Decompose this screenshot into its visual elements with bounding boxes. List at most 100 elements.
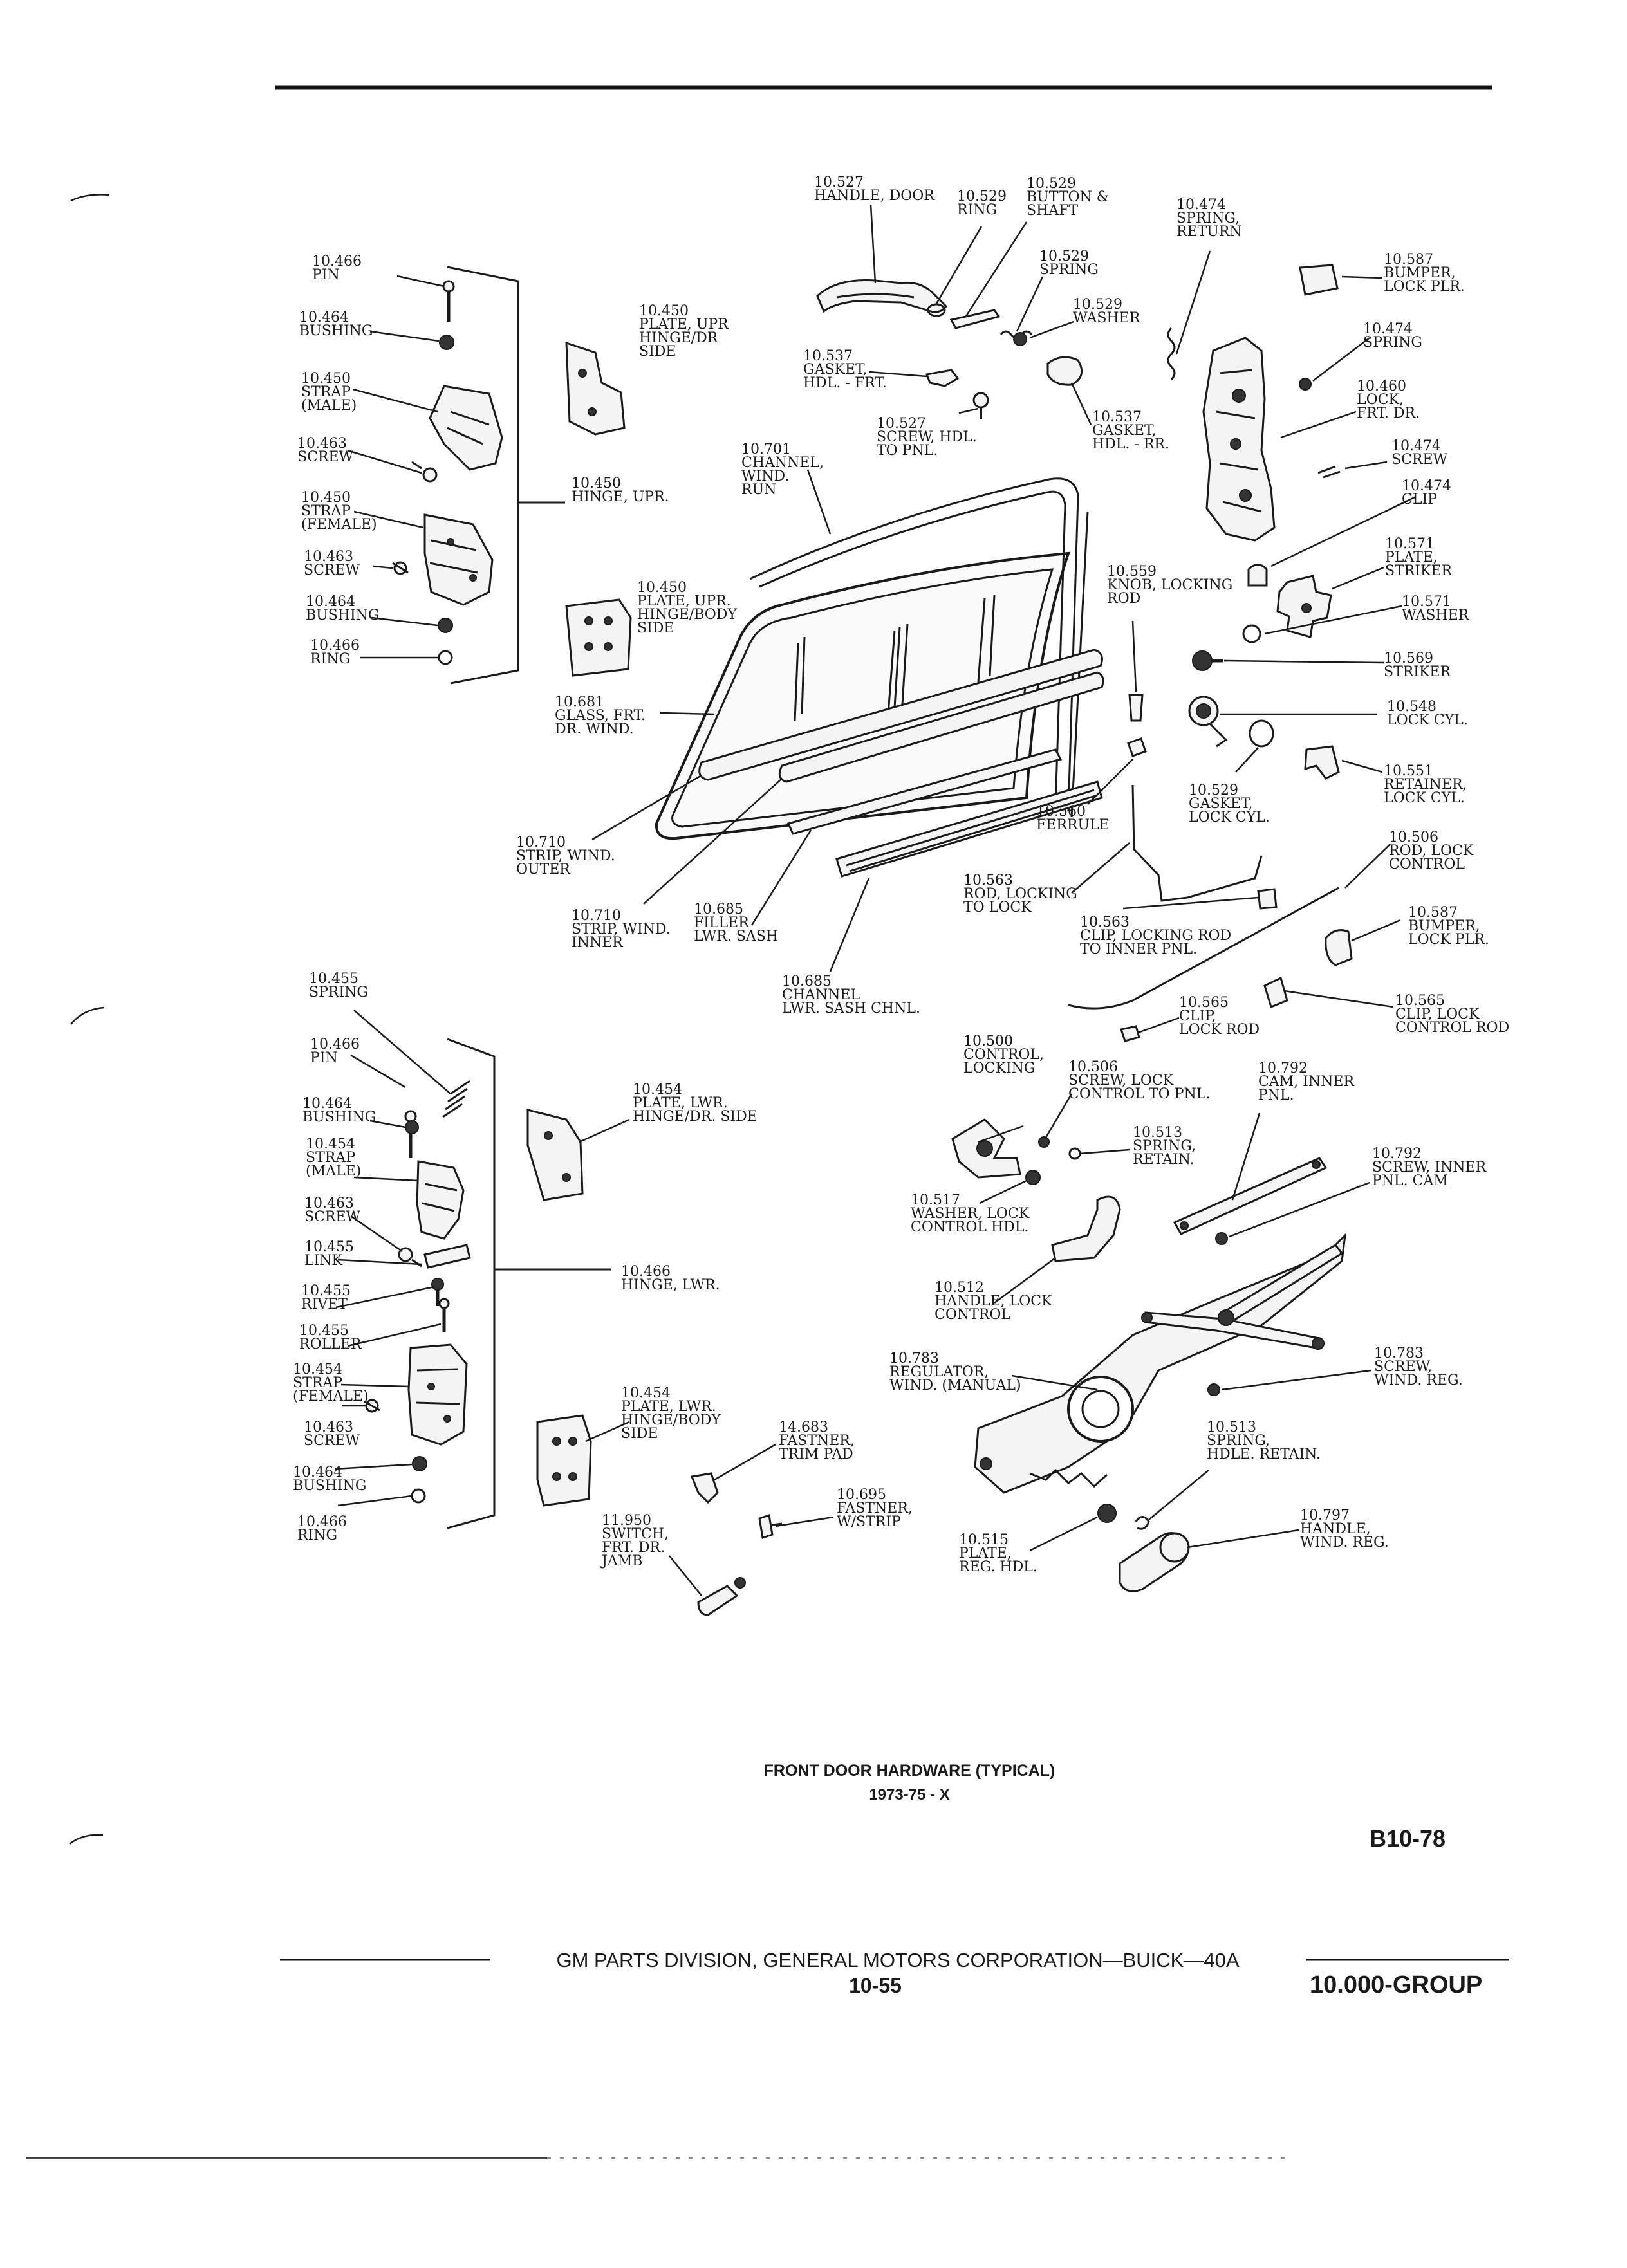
leader-lines: [334, 204, 1417, 1596]
callout-l41-line-1: ROD, LOCKING: [963, 886, 1077, 902]
callout-l01-line-1: PIN: [312, 267, 340, 283]
screw: [411, 461, 438, 483]
plate-upper-body-side: [565, 598, 632, 677]
callout-l50-line-1: SCREW: [304, 1209, 361, 1225]
return-spring: [1167, 327, 1176, 381]
callout-l16-line-1: WASHER: [1073, 310, 1141, 326]
callout-l75-line-2: WIND. REG.: [1300, 1535, 1389, 1551]
callout-l70-line-0: 14.683: [779, 1419, 828, 1435]
callout-l45-line-2: CONTROL ROD: [1395, 1020, 1509, 1036]
callout-l51-line-0: 10.455: [304, 1239, 354, 1255]
callout-l17-line-0: 10.537: [803, 348, 853, 364]
callout-l05-line-2: (FEMALE): [301, 517, 377, 533]
callout-l11-line-0: 10.450: [637, 580, 687, 596]
callout-l27-line-0: 10.571: [1385, 536, 1435, 552]
callout-l38-line-2: INNER: [572, 935, 624, 951]
callout-l43-line-1: BUMPER,: [1408, 918, 1480, 934]
glass-and-channels: [655, 477, 1339, 1042]
strap-female: [423, 513, 494, 606]
callout-l50-line-0: 10.463: [304, 1195, 354, 1212]
lower-ring: [411, 1488, 426, 1504]
callout-l09-line-1: PLATE, UPR: [639, 317, 729, 333]
callout-l24-line-0: 10.460: [1357, 378, 1406, 394]
callout-l20-line-1: CHANNEL,: [741, 455, 824, 471]
callout-l74-line-0: 10.515: [959, 1532, 1009, 1548]
ferrule: [1127, 737, 1147, 757]
callout-l53-line-0: 10.455: [299, 1323, 349, 1339]
callout-l60-line-3: SIDE: [621, 1426, 658, 1442]
callout-l37-line-2: OUTER: [516, 862, 571, 878]
callout-l58-line-1: PLATE, LWR.: [633, 1095, 728, 1111]
lower-bushing: [405, 1120, 419, 1134]
window-strip-inner: [778, 671, 1104, 783]
callout-l30-line-0: 10.569: [1384, 650, 1433, 667]
upper-hinge-group: [392, 266, 632, 685]
callout-l19-line-0: 10.537: [1092, 409, 1142, 425]
callout-l63-line-2: RETAIN.: [1133, 1152, 1195, 1168]
callout-l10-line-0: 10.450: [572, 475, 621, 492]
handle-washer: [1013, 332, 1027, 346]
callout-l44-line-0: 10.565: [1179, 995, 1229, 1011]
callout-l60-line-2: HINGE/BODY: [621, 1412, 721, 1428]
callout-l44-line-1: CLIP,: [1179, 1008, 1216, 1024]
callout-l69-line-2: WIND. REG.: [1374, 1372, 1463, 1388]
callout-l38-line-0: 10.710: [572, 908, 621, 924]
callout-l73-line-1: SPRING,: [1207, 1433, 1270, 1449]
callout-l32-line-2: LOCK CYL.: [1384, 790, 1465, 806]
callout-l11-line-3: SIDE: [637, 620, 674, 636]
callout-l49-line-2: (MALE): [306, 1163, 361, 1179]
ring: [438, 650, 453, 665]
callout-l60-line-0: 10.454: [621, 1385, 671, 1401]
callout-l35-line-0: 10.506: [1389, 829, 1438, 845]
retain-spring: [1068, 1147, 1081, 1160]
callout-l39-line-2: LWR. SASH: [694, 928, 778, 945]
callout-l07-line-1: BUSHING: [306, 607, 379, 623]
locking-rod-to-lock: [1131, 784, 1263, 902]
lower-bushing: [412, 1456, 427, 1471]
callout-l68-line-0: 10.783: [889, 1351, 939, 1367]
bushing: [439, 335, 454, 350]
callout-l33-line-2: LOCK CYL.: [1189, 809, 1270, 825]
callout-l01-line-0: 10.466: [312, 254, 362, 270]
callout-l67-line-0: 10.512: [934, 1280, 984, 1296]
window-strip-outer: [698, 649, 1103, 781]
front-door-window-glass: [655, 551, 1070, 840]
lock-spring-part: [1299, 378, 1312, 391]
callout-l71-line-2: W/STRIP: [837, 1514, 901, 1530]
handle-ring: [927, 303, 946, 317]
rear-handle-gasket: [1046, 356, 1083, 386]
striker-washer: [1242, 624, 1261, 643]
callout-l22-line-1: BUMPER,: [1384, 265, 1456, 281]
callout-l23-line-0: 10.474: [1363, 321, 1413, 337]
callout-l60-line-1: PLATE, LWR.: [621, 1399, 716, 1415]
callout-l62-line-2: CONTROL TO PNL.: [1068, 1086, 1210, 1102]
screw: [392, 561, 409, 575]
hinge-pin: [442, 280, 455, 322]
callout-l19-line-2: HDL. - RR.: [1092, 436, 1169, 452]
locking-rod-clip: [1257, 888, 1278, 910]
footer-page-number: 10-55: [849, 1974, 902, 1997]
callout-l36-line-1: GLASS, FRT.: [555, 708, 646, 724]
callout-l68-line-2: WIND. (MANUAL): [889, 1378, 1021, 1394]
callout-l12-line-0: 10.527: [814, 174, 864, 190]
callout-l05-line-0: 10.450: [301, 490, 351, 506]
